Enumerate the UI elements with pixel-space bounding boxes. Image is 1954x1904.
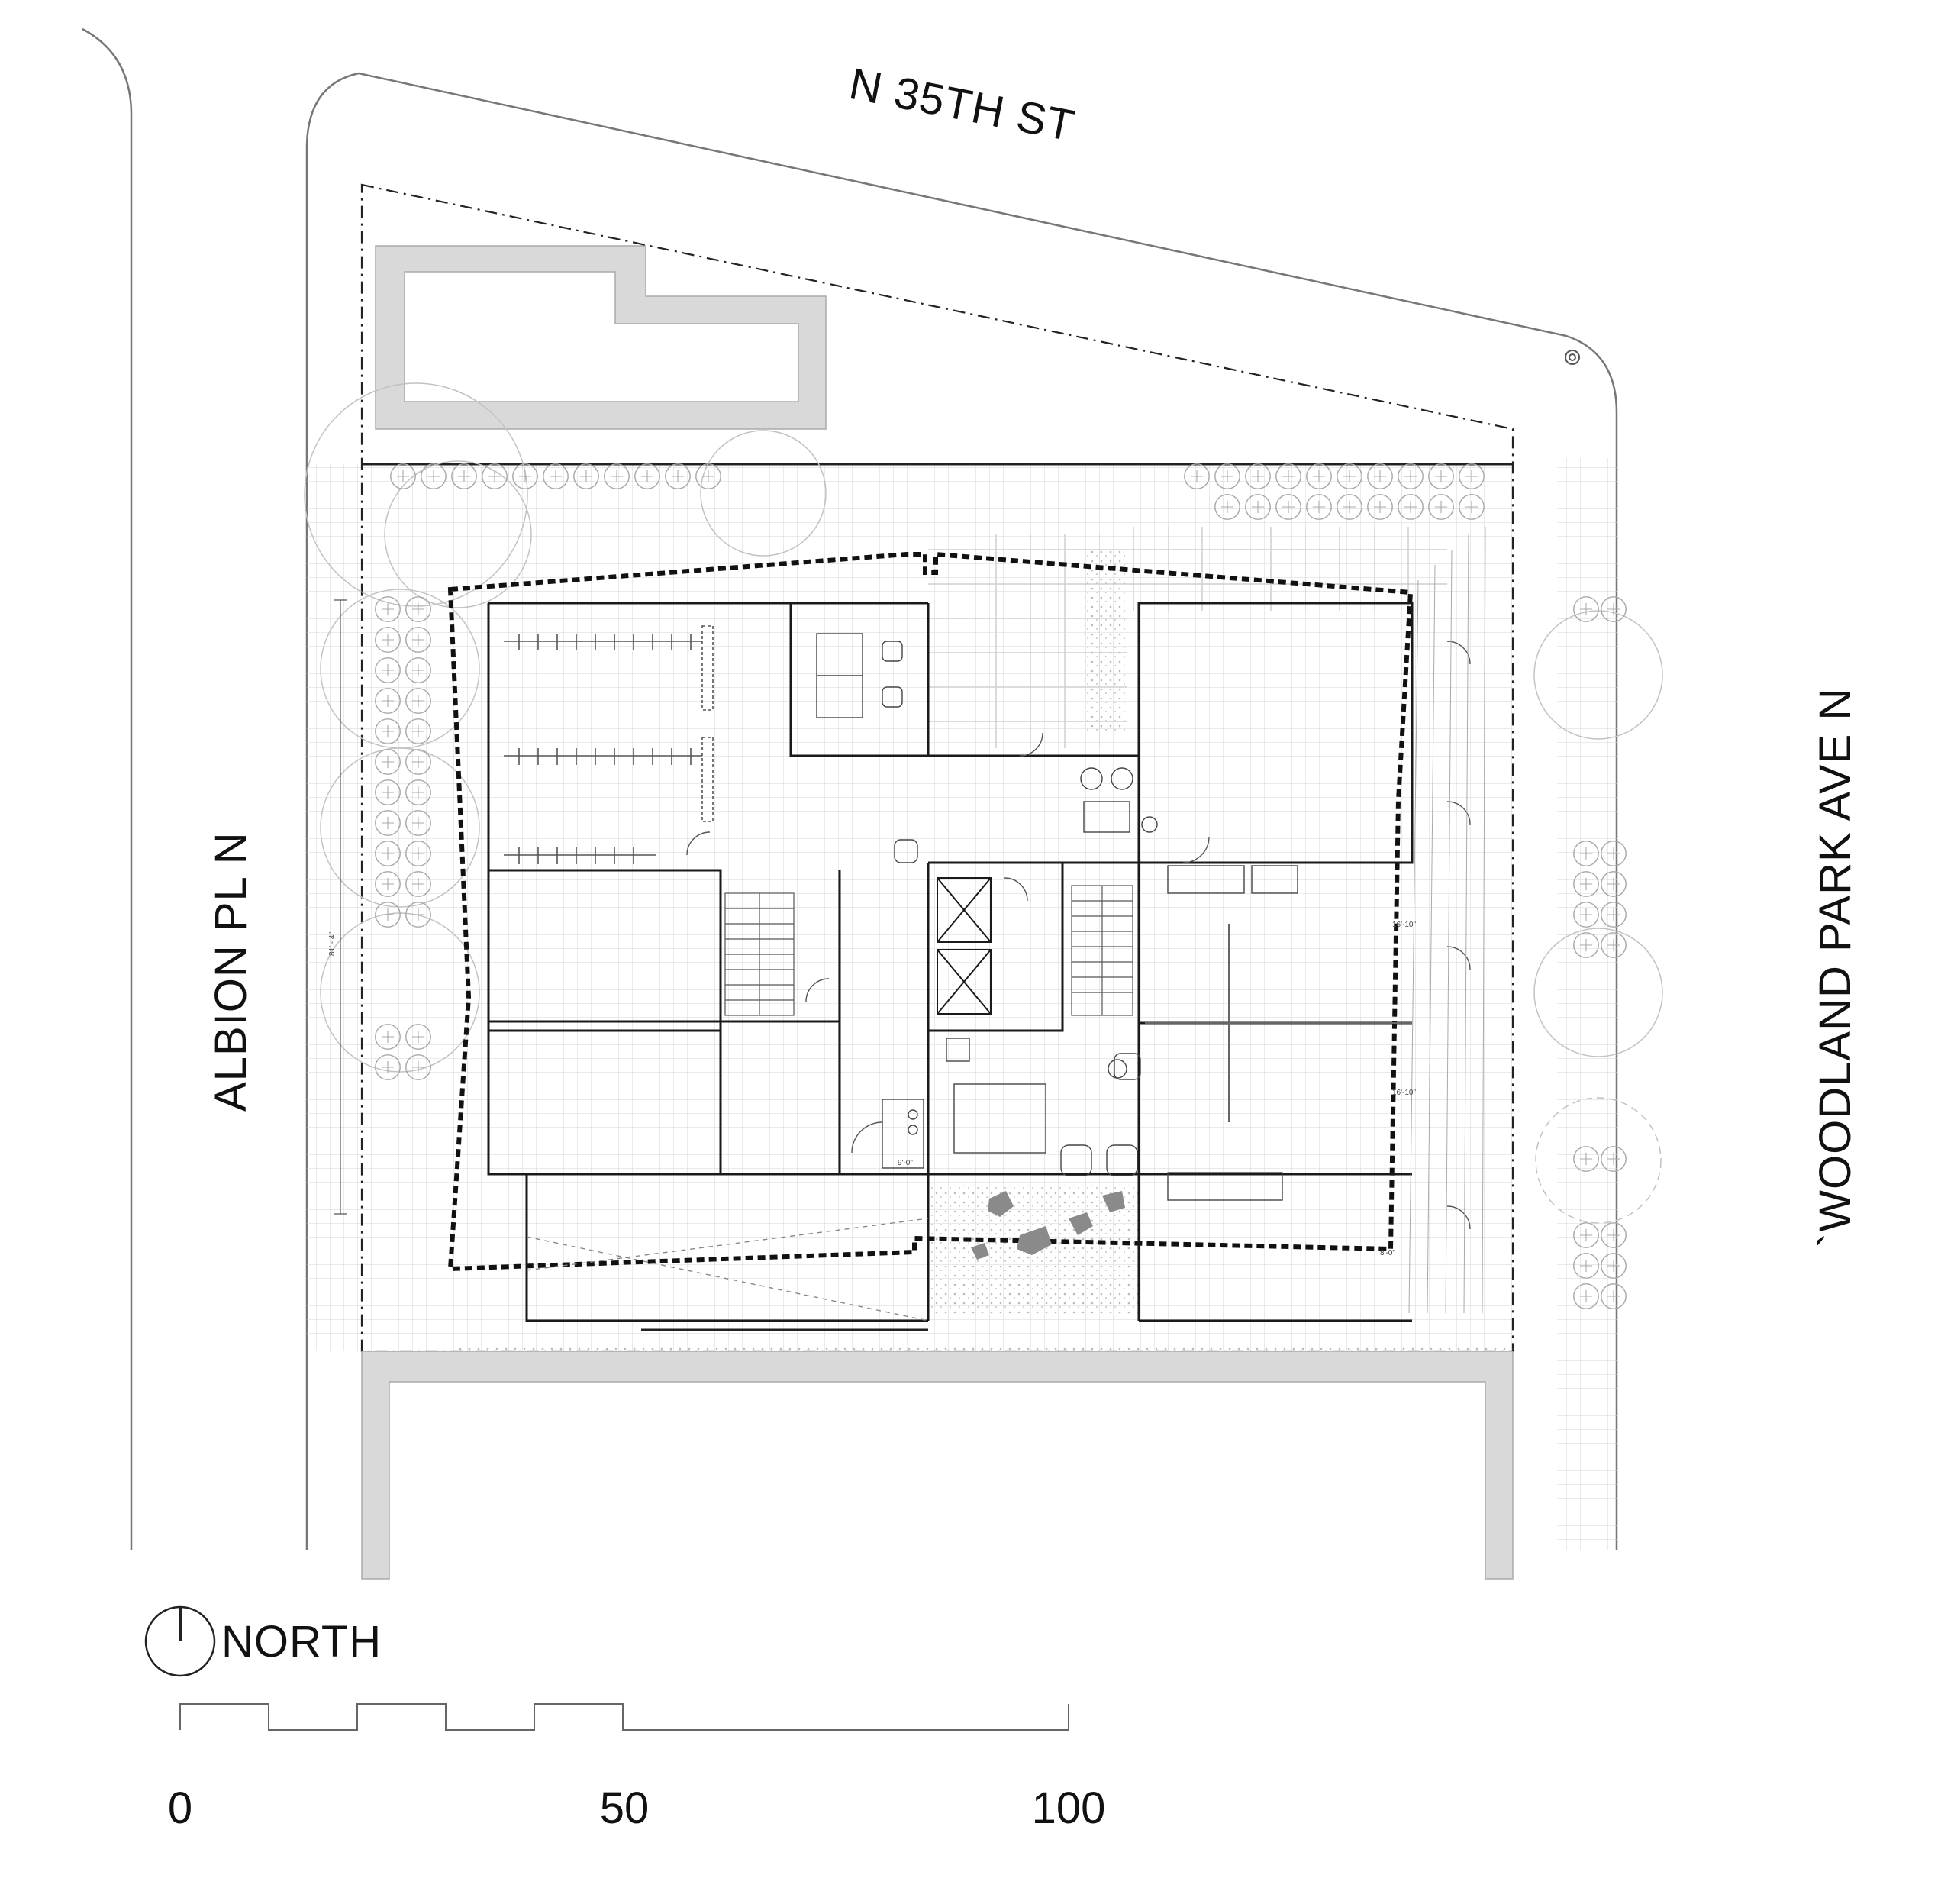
street-label-west: ALBION PL N	[206, 831, 256, 1112]
dimension-unit-b: 16'-10"	[1392, 1089, 1416, 1097]
street-label-north: N 35TH ST	[846, 59, 1079, 151]
neighbor-building-north	[375, 245, 827, 430]
furniture	[816, 633, 1298, 1201]
dimension-unit-a: 16'-10"	[1392, 921, 1416, 929]
courtyard-pavers-2	[1127, 527, 1447, 611]
dimension-unit-d: 8'-0"	[1380, 1249, 1395, 1257]
parking-stalls	[504, 625, 714, 864]
unit-dividers	[1145, 924, 1412, 1122]
scale-label-100: 100	[1032, 1783, 1106, 1833]
north-arrow: NORTH	[144, 1605, 382, 1677]
scale-bar: 0 50 100	[168, 1703, 1106, 1833]
scale-label-50: 50	[600, 1783, 650, 1833]
tree-canopies	[304, 382, 1663, 1224]
drive-aisle	[526, 1218, 929, 1331]
utility-marker	[1565, 350, 1580, 365]
boulders	[971, 1191, 1125, 1260]
site-dimension: 81' - 4"	[328, 599, 347, 1215]
neighbor-building-south	[361, 1351, 1514, 1580]
dimension-unit-c: 9'-0"	[898, 1159, 913, 1167]
street-curbs	[82, 27, 1618, 1550]
scale-label-0: 0	[168, 1783, 192, 1833]
unit-dimensions: 16'-10" 16'-10" 9'-0" 8'-0"	[898, 921, 1416, 1257]
east-walkway	[1408, 526, 1486, 1314]
stairs	[724, 885, 1133, 1016]
building-walls	[487, 602, 1414, 1322]
scale-bar-line	[179, 1703, 1069, 1731]
street-label-east: `WOODLAND PARK AVE N	[1811, 688, 1860, 1247]
elevators	[937, 877, 992, 1015]
landscape-grid	[307, 458, 1617, 1550]
north-label: NORTH	[221, 1617, 382, 1667]
dimension-81-4: 81' - 4"	[328, 932, 337, 956]
